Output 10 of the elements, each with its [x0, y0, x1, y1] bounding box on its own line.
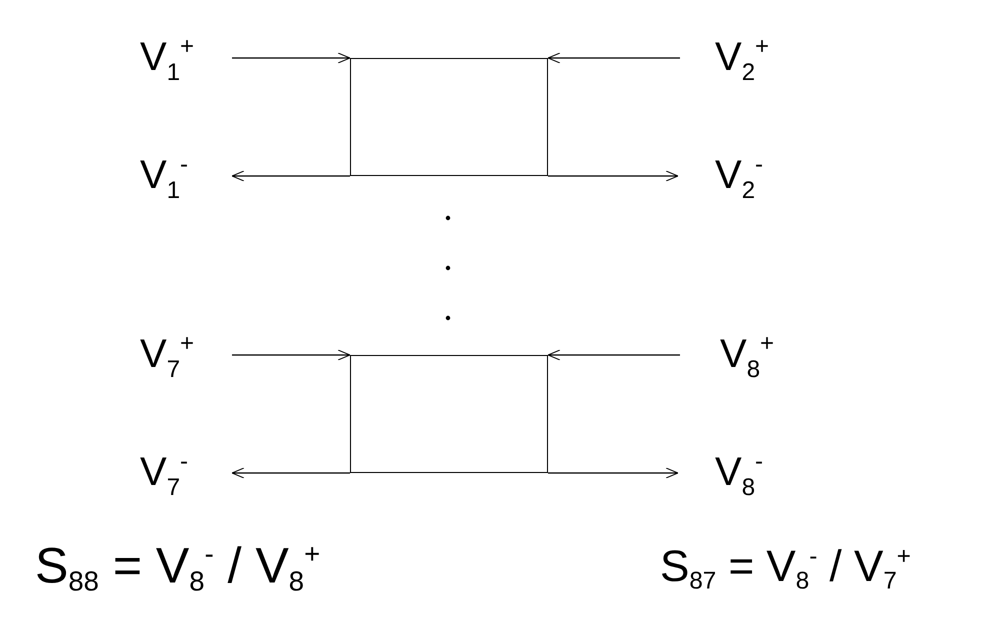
wave-arrow: [232, 350, 350, 360]
wave-arrow: [548, 468, 678, 478]
wave-arrow: [232, 468, 350, 478]
two-port-block: [350, 58, 548, 176]
wave-arrow: [232, 170, 350, 182]
wave-arrow: [548, 170, 678, 182]
wave-arrow: [548, 350, 680, 360]
wave-arrow: [548, 52, 680, 64]
two-port-block: [350, 355, 548, 473]
wave-arrow: [232, 52, 350, 64]
